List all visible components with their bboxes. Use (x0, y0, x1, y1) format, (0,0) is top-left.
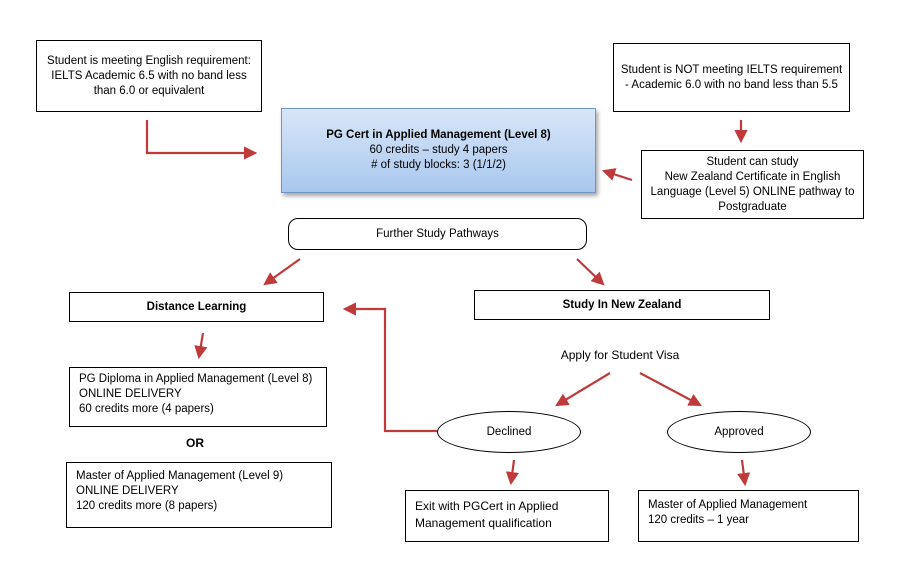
arrow-english-met-to-pgcert (145, 120, 258, 160)
exit-pgcert-box: Exit with PGCert in Applied Management q… (405, 490, 609, 542)
english-not-met-box: Student is NOT meeting IELTS requirement… (613, 43, 850, 112)
english-not-met-line-1: Student is NOT meeting IELTS requirement (620, 63, 843, 76)
master-online-box: Master of Applied Management (Level 9) O… (66, 462, 332, 528)
english-met-line-1: Student is meeting English requirement: (47, 54, 251, 67)
distance-learning-box: Distance Learning (69, 292, 324, 322)
nz-cert-line-2: New Zealand Certificate in English (664, 170, 841, 183)
arrow-distance-to-diploma (194, 332, 208, 360)
arrow-declined-to-distance (342, 302, 437, 433)
exit-pgcert-line-2: Management qualification (415, 516, 552, 530)
arrow-declined-to-exit (505, 459, 519, 486)
declined-label: Declined (486, 425, 532, 438)
arrow-nzcert-to-pgcert (601, 168, 633, 182)
arrow-further-to-distance (263, 258, 301, 286)
english-not-met-line-2: - Academic 6.0 with no band less than 5.… (625, 78, 838, 91)
pg-cert-box: PG Cert in Applied Management (Level 8) … (281, 108, 596, 193)
pg-diploma-box: PG Diploma in Applied Management (Level … (69, 367, 327, 427)
master-nz-box: Master of Applied Management 120 credits… (638, 490, 859, 542)
further-study-label: Further Study Pathways (376, 227, 499, 240)
arrow-further-to-nz (576, 258, 605, 286)
further-study-box: Further Study Pathways (288, 218, 587, 250)
pg-diploma-credits: 60 credits more (4 papers) (79, 403, 214, 415)
master-nz-credits: 120 credits – 1 year (648, 514, 750, 526)
english-met-box: Student is meeting English requirement: … (36, 40, 262, 112)
pg-cert-title: PG Cert in Applied Management (Level 8) (326, 129, 551, 141)
english-met-line-3: than 6.0 or equivalent (93, 84, 205, 97)
arrow-approved-to-master-nz (737, 459, 751, 487)
master-online-title: Master of Applied Management (Level 9) (76, 470, 284, 482)
approved-label: Approved (714, 425, 764, 438)
arrow-visa-to-approved (639, 372, 702, 407)
distance-learning-label: Distance Learning (146, 300, 247, 313)
pg-diploma-title: PG Diploma in Applied Management (Level … (79, 373, 313, 385)
pg-cert-credits: 60 credits – study 4 papers (369, 144, 508, 156)
master-nz-title: Master of Applied Management (648, 499, 808, 511)
master-online-credits: 120 credits more (8 papers) (76, 500, 218, 512)
pg-cert-blocks: # of study blocks: 3 (1/1/2) (371, 159, 506, 171)
nz-cert-line-1: Student can study (706, 155, 799, 168)
master-online-delivery: ONLINE DELIVERY (76, 485, 179, 497)
exit-pgcert-line-1: Exit with PGCert in Applied (415, 499, 559, 513)
pg-diploma-delivery: ONLINE DELIVERY (79, 388, 182, 400)
nz-cert-line-3: Language (Level 5) ONLINE pathway to (650, 185, 855, 198)
or-label: OR (186, 436, 204, 450)
study-nz-label: Study In New Zealand (562, 298, 682, 311)
approved-ellipse: Approved (667, 411, 811, 453)
arrow-visa-to-declined (555, 372, 611, 407)
study-nz-box: Study In New Zealand (474, 290, 770, 320)
student-visa-label: Apply for Student Visa (560, 348, 680, 362)
nz-certificate-box: Student can study New Zealand Certificat… (641, 150, 864, 219)
english-met-line-2: IELTS Academic 6.5 with no band less (51, 69, 247, 82)
declined-ellipse: Declined (437, 411, 581, 453)
nz-cert-line-4: Postgraduate (718, 200, 787, 213)
